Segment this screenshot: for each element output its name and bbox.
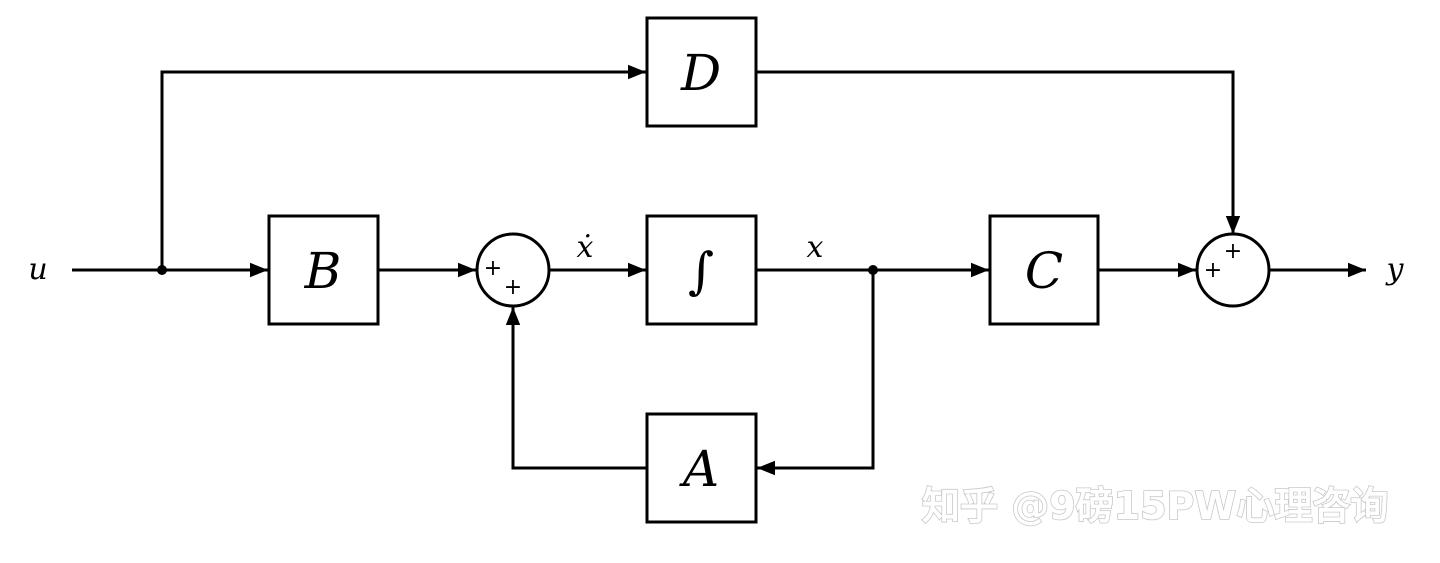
state-sum-sign-left: + <box>484 256 502 281</box>
wire-a-to-sum <box>505 307 647 470</box>
output-sum-sign-left: + <box>1204 258 1222 283</box>
signal-state-label: x <box>807 230 824 265</box>
signal-state-derivative-label: ẋ <box>577 230 594 265</box>
block-d: D <box>645 16 758 128</box>
state-sum-sign-bottom: + <box>504 275 522 300</box>
output-sum-sign-top: + <box>1224 239 1242 264</box>
block-d-label: D <box>680 44 721 102</box>
block-b: B <box>267 214 380 326</box>
input-branch-point <box>157 265 167 275</box>
signal-input-label: u <box>28 252 47 287</box>
block-b-label: B <box>304 242 342 300</box>
feedback-wire-to-a <box>757 270 875 476</box>
state-summing-junction: + + <box>475 232 551 308</box>
block-integrator-label: ∫ <box>688 242 714 300</box>
state-branch-point <box>868 265 878 275</box>
wire-d-to-output-sum <box>756 70 1241 234</box>
block-c: C <box>988 214 1100 326</box>
block-a-label: A <box>679 440 719 498</box>
output-summing-junction: + + <box>1195 232 1271 308</box>
block-a: A <box>645 412 758 524</box>
feedthrough-wire-to-d <box>160 64 646 270</box>
block-integrator: ∫ <box>645 214 758 326</box>
signal-output-label: y <box>1385 252 1405 287</box>
block-c-label: C <box>1025 242 1063 300</box>
watermark: 知乎 @9磅15PW心理咨询 <box>922 484 1388 528</box>
